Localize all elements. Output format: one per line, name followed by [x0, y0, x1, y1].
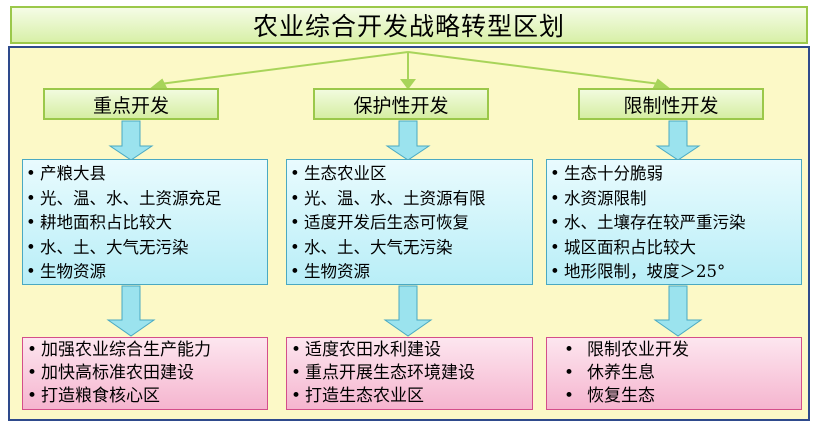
- category-priority-development: 重点开发: [43, 88, 219, 120]
- action-item: •重点开展生态环境建设: [291, 363, 475, 383]
- condition-item: •生物资源: [290, 262, 370, 281]
- block-arrow-3b: [653, 285, 703, 337]
- block-arrow-3a: [655, 120, 701, 161]
- condition-item: •生态农业区: [290, 164, 387, 183]
- action-item: •打造粮食核心区: [27, 386, 160, 406]
- connector-line-left: [159, 51, 409, 85]
- condition-item: •城区面积占比较大: [550, 237, 696, 257]
- condition-item: •产粮大县: [26, 164, 106, 183]
- diagram-title: 农业综合开发战略转型区划: [10, 6, 808, 44]
- connector-arrowhead-left: [149, 78, 168, 89]
- condition-item: •水、土壤存在较严重污染: [550, 213, 746, 232]
- condition-item: •地形限制，坡度＞25°: [550, 262, 726, 281]
- category-restricted-development: 限制性开发: [578, 88, 764, 120]
- action-item: •加快高标准农田建设: [27, 363, 194, 383]
- block-arrow-2b: [383, 285, 433, 337]
- conditions-box-2: •生态农业区 •光、温、水、土资源有限 •适度开发后生态可恢复 •水、土、大气无…: [286, 159, 533, 285]
- category-protective-development: 保护性开发: [313, 88, 489, 120]
- condition-item: •适度开发后生态可恢复: [290, 213, 469, 232]
- conditions-box-1: •产粮大县 •光、温、水、土资源充足 •耕地面积占比较大 •水、土、大气无污染 …: [22, 159, 268, 285]
- condition-item: •水、土、大气无污染: [26, 237, 189, 257]
- action-item: •打造生态农业区: [291, 386, 424, 406]
- action-item: •加强农业综合生产能力: [27, 340, 211, 360]
- condition-item: •生态十分脆弱: [550, 164, 663, 183]
- connector-arrowhead-right: [652, 78, 671, 89]
- condition-item: •水资源限制: [550, 188, 647, 208]
- actions-box-3: •限制农业开发 •休养生息 •恢复生态: [546, 337, 802, 410]
- block-arrow-2a: [385, 120, 431, 161]
- condition-item: •光、温、水、土资源有限: [290, 188, 486, 208]
- actions-box-2: •适度农田水利建设 •重点开展生态环境建设 •打造生态农业区: [286, 337, 533, 410]
- actions-box-1: •加强农业综合生产能力 •加快高标准农田建设 •打造粮食核心区: [22, 337, 268, 410]
- block-arrow-1a: [108, 120, 154, 161]
- action-item: •休养生息: [563, 363, 655, 383]
- action-item: •恢复生态: [563, 386, 655, 406]
- conditions-box-3: •生态十分脆弱 •水资源限制 •水、土壤存在较严重污染 •城区面积占比较大 •地…: [546, 159, 802, 285]
- condition-item: •水、土、大气无污染: [290, 237, 453, 257]
- condition-item: •生物资源: [26, 262, 106, 281]
- action-item: •适度农田水利建设: [291, 340, 441, 360]
- block-arrow-1b: [106, 285, 156, 337]
- condition-item: •光、温、水、土资源充足: [26, 188, 222, 208]
- connector-arrowhead-center: [400, 79, 416, 90]
- condition-item: •耕地面积占比较大: [26, 213, 172, 232]
- action-item: •限制农业开发: [563, 340, 689, 360]
- connector-line-right: [407, 51, 661, 85]
